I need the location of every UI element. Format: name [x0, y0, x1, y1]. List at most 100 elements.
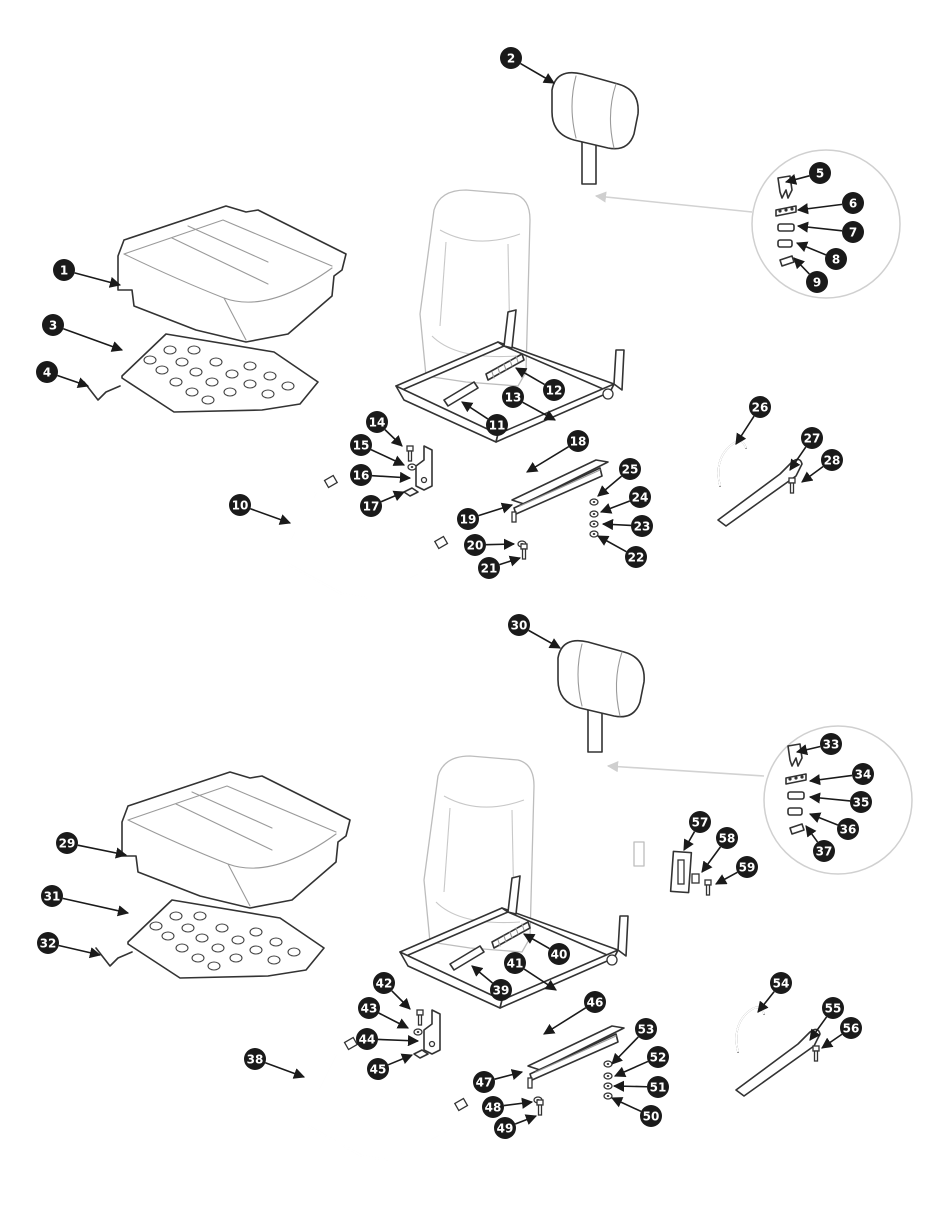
washer-52-bottom [603, 1072, 613, 1080]
callout-7: 7 [842, 221, 864, 243]
leader-line-4 [57, 374, 90, 389]
leader-line-8 [795, 241, 827, 256]
leader-line-27 [789, 446, 807, 471]
callout-50: 50 [640, 1105, 662, 1127]
seat-pan-bottom [127, 899, 325, 979]
callout-badge-1 [53, 259, 75, 281]
leader-line-58 [701, 846, 722, 873]
callout-47: 47 [473, 1071, 495, 1093]
washer-53-bottom [603, 1060, 613, 1068]
leader-line-33 [795, 744, 821, 756]
leader-line-6 [796, 203, 843, 215]
leader-line-1 [74, 272, 122, 288]
callout-3: 3 [42, 314, 64, 336]
callout-badge-17 [360, 495, 382, 517]
callout-58: 58 [716, 827, 738, 849]
callout-badge-3 [42, 314, 64, 336]
callout-badge-43 [358, 997, 380, 1019]
leader-line-35 [808, 792, 851, 804]
leader-line-15 [370, 448, 406, 466]
washer-25-top [589, 498, 599, 506]
callout-35: 35 [850, 791, 872, 813]
screw-28-top [788, 477, 796, 494]
callout-label-11: 11 [489, 419, 506, 433]
callout-label-13: 13 [505, 391, 522, 405]
leader-line-40 [523, 933, 550, 950]
rod-11-top [443, 381, 479, 407]
bracket-bottom [423, 1009, 441, 1055]
callout-badge-13 [502, 386, 524, 408]
callout-badge-14 [366, 411, 388, 433]
callout-36: 36 [837, 818, 859, 840]
washer-24-top [589, 510, 599, 518]
callout-badge-52 [647, 1046, 669, 1068]
leader-line-9 [793, 257, 810, 275]
leader-line-37 [805, 825, 819, 843]
callout-label-54: 54 [773, 977, 790, 991]
callout-label-17: 17 [363, 500, 380, 514]
callout-label-55: 55 [825, 1002, 842, 1016]
callout-label-59: 59 [739, 861, 756, 875]
callout-badge-56 [840, 1017, 862, 1039]
plate-17-top [403, 487, 419, 497]
callout-badge-27 [801, 427, 823, 449]
detail-pointer-bottom [606, 761, 765, 777]
headrest-top [551, 71, 639, 185]
leader-line-10 [250, 507, 292, 525]
leader-line-51 [612, 1080, 648, 1092]
leg-bar-top [284, 474, 449, 600]
callout-32: 32 [37, 932, 59, 954]
bolt-21-top [520, 543, 528, 560]
callout-label-43: 43 [361, 1002, 378, 1016]
callout-21: 21 [478, 557, 500, 579]
callout-label-28: 28 [824, 454, 841, 468]
leader-line-3 [63, 327, 124, 352]
callout-badge-51 [647, 1076, 669, 1098]
callout-label-37: 37 [816, 845, 833, 859]
callout-label-40: 40 [551, 948, 568, 962]
callout-badge-40 [548, 943, 570, 965]
callout-29: 29 [56, 832, 78, 854]
leader-line-12 [515, 367, 545, 386]
callout-badge-11 [486, 414, 508, 436]
callout-label-6: 6 [849, 197, 857, 211]
callout-label-42: 42 [376, 977, 393, 991]
callout-label-58: 58 [719, 832, 736, 846]
leader-line-48 [503, 1097, 534, 1109]
callout-label-8: 8 [832, 253, 840, 267]
callout-30: 30 [508, 614, 530, 636]
callout-badge-21 [478, 557, 500, 579]
leader-line-43 [378, 1012, 409, 1029]
leader-line-2 [520, 62, 555, 84]
leader-lines [57, 62, 853, 1125]
callout-label-23: 23 [634, 520, 651, 534]
callout-11: 11 [486, 414, 508, 436]
callout-12: 12 [543, 379, 565, 401]
callout-badge-38 [244, 1048, 266, 1070]
callout-badge-31 [41, 885, 63, 907]
callout-badge-26 [749, 396, 771, 418]
leader-line-17 [380, 490, 406, 503]
callout-badge-24 [629, 486, 651, 508]
leader-line-28 [801, 465, 824, 483]
leader-line-20 [485, 538, 516, 550]
callout-38: 38 [244, 1048, 266, 1070]
callout-54: 54 [770, 972, 792, 994]
washer-23-top [589, 520, 599, 528]
leader-line-50 [610, 1097, 642, 1113]
callout-label-34: 34 [855, 768, 872, 782]
callout-badge-46 [584, 991, 606, 1013]
leader-line-18 [526, 446, 570, 473]
callout-13: 13 [502, 386, 524, 408]
callout-20: 20 [464, 534, 486, 556]
screw-59 [704, 879, 712, 896]
callout-badge-4 [36, 361, 58, 383]
leader-line-24 [599, 500, 631, 514]
callout-53: 53 [635, 1018, 657, 1040]
callout-label-18: 18 [570, 435, 587, 449]
callout-label-10: 10 [232, 499, 249, 513]
callout-51: 51 [647, 1076, 669, 1098]
callout-badge-20 [464, 534, 486, 556]
callout-badge-54 [770, 972, 792, 994]
callout-badge-22 [625, 546, 647, 568]
